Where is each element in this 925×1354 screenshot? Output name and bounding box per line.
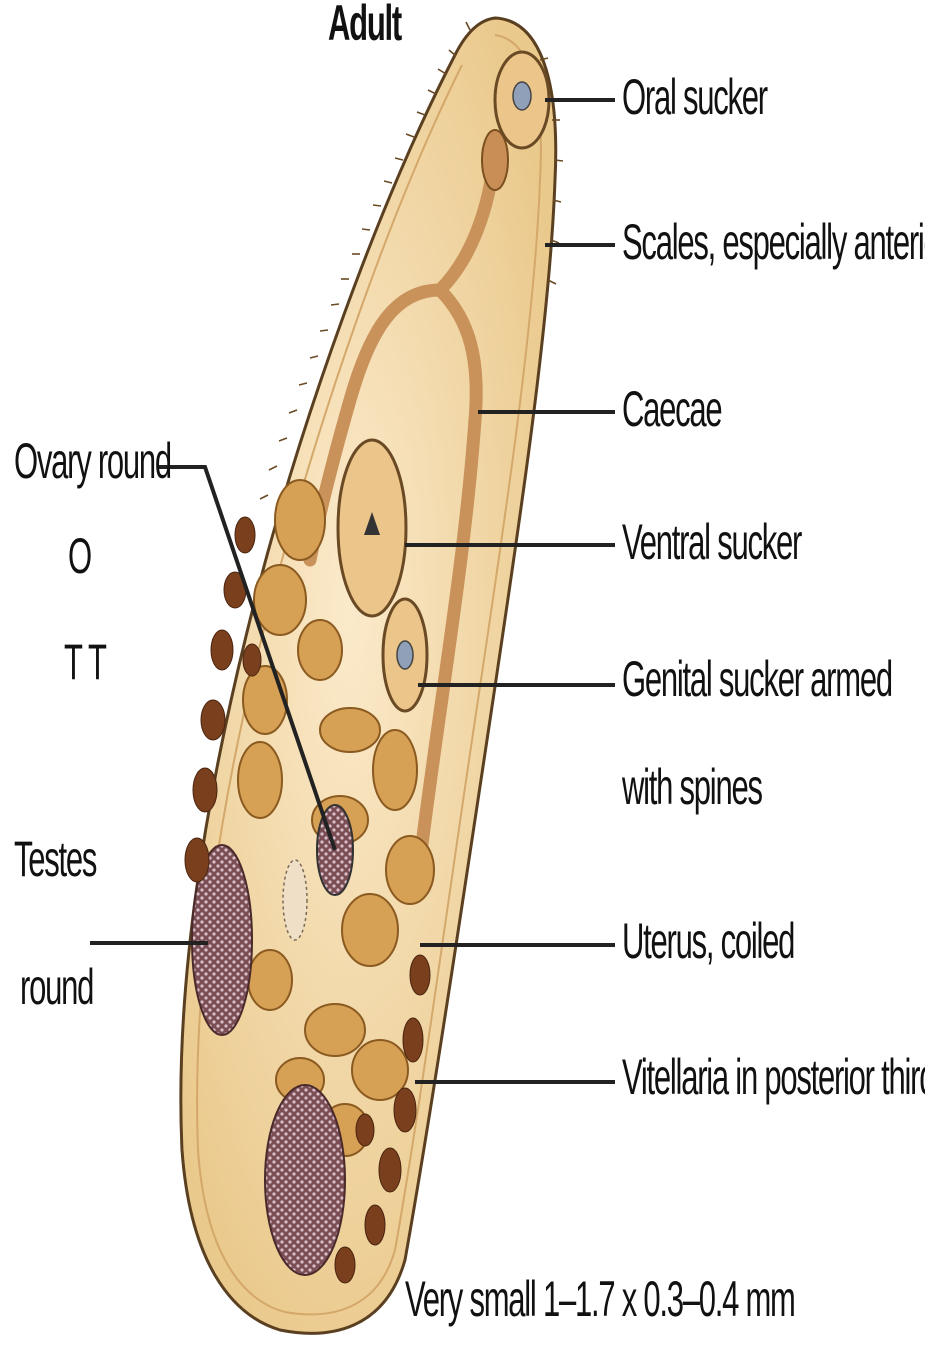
label-testes-symbol: T T bbox=[64, 633, 106, 691]
ventral-sucker bbox=[338, 440, 406, 616]
diagram-title: Adult bbox=[328, 0, 401, 52]
seminal-receptacle bbox=[283, 860, 307, 940]
label-genital-sucker-line2: with spines bbox=[622, 758, 762, 816]
label-uterus: Uterus, coiled bbox=[622, 912, 794, 970]
label-ovary: Ovary round bbox=[14, 432, 171, 490]
genital-sucker bbox=[383, 599, 427, 711]
label-genital-sucker-line1: Genital sucker armed bbox=[622, 650, 892, 708]
label-ovary-symbol: O bbox=[68, 527, 91, 585]
label-testes: Testes bbox=[14, 830, 96, 888]
label-caecae: Caecae bbox=[622, 380, 721, 438]
pharynx bbox=[482, 130, 508, 190]
label-size: Very small 1–1.7 x 0.3–0.4 mm bbox=[405, 1270, 795, 1328]
testis-posterior bbox=[265, 1085, 345, 1275]
oral-sucker bbox=[495, 52, 549, 148]
label-testes-round: round bbox=[20, 958, 93, 1016]
label-vitellaria: Vitellaria in posterior third bbox=[622, 1048, 925, 1106]
label-scales: Scales, especially anterior bbox=[622, 213, 925, 271]
label-oral-sucker: Oral sucker bbox=[622, 68, 767, 126]
label-ventral-sucker: Ventral sucker bbox=[622, 513, 801, 571]
